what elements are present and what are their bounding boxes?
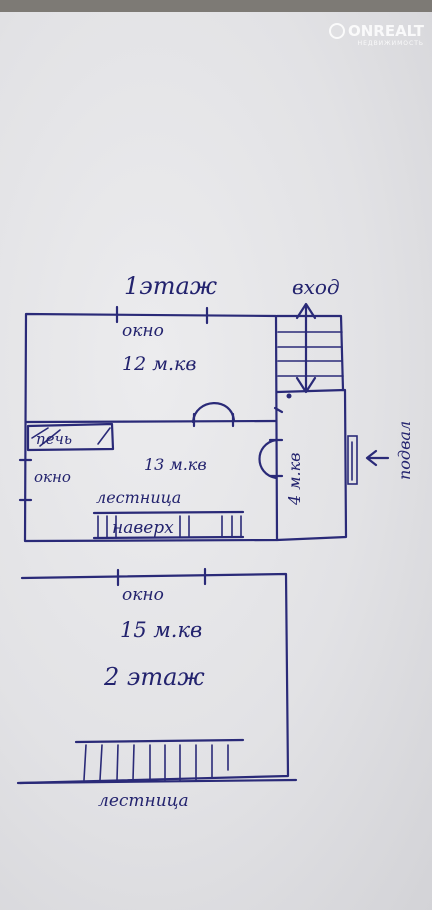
stairs-label: лестница [96,488,181,507]
stove-hatch [31,427,111,447]
cellar-hatch [347,435,358,485]
floor2-stairs-top [74,738,245,744]
entrance-arrowhead-up [295,302,317,320]
stairs-up-word: наверх [112,518,174,538]
door-arc-partition [191,402,236,424]
cellar-label: подвал [395,421,414,480]
window-left-label: окно [34,468,71,486]
stairs-up-steps [97,515,242,538]
window-top-label: окно [122,321,164,341]
floor1-plan: 1этаж вход окно 12 м.кв печь окно 13 м.к… [18,272,414,543]
partition-wall [24,419,278,424]
room-area-label: 12 м.кв [122,353,196,375]
stairs-up-top-line [92,510,245,515]
entrance-label: вход [292,275,340,299]
floor2-window-label: окно [122,585,164,605]
porch-dot [286,393,292,399]
floor2-plan: окно 15 м.кв 2 этаж лестница [16,567,298,811]
porch-wall [275,388,348,542]
table-edge [0,0,432,12]
watermark-logo: ONREALT НЕДВИЖИМОСТЬ [328,22,424,47]
logo-icon [328,23,345,39]
floor2-stairs-steps [83,744,229,781]
cellar-arrow [365,449,390,467]
porch-mark [273,406,284,414]
floor2-outer-wall [18,572,290,785]
floor2-area-label: 15 м.кв [120,618,202,642]
watermark-sub: НЕДВИЖИМОСТЬ [357,40,424,47]
entrance-arrowhead-down [295,376,317,394]
hall-area-label: 13 м.кв [144,455,207,474]
floor2-bottom-line [16,778,298,785]
door-arc-porch [258,438,278,480]
floor1-title: 1этаж [124,272,218,300]
entrance-stairs-outline [275,314,345,392]
entrance-steps [277,331,344,377]
stairs-up-bottom-line [92,535,245,540]
stove-label: печь [36,430,72,448]
floor2-stairs-label: лестница [98,791,189,811]
porch-area-label: 4 м.кв [285,453,304,506]
stove-box [26,422,115,452]
watermark-brand: ONREALT [347,22,424,40]
floor2-title: 2 этаж [103,663,205,691]
